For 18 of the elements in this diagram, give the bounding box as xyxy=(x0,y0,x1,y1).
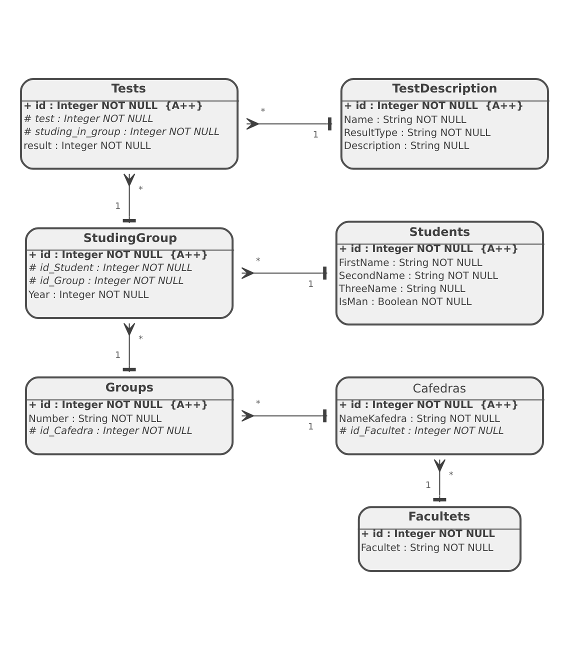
label: 1 xyxy=(308,422,314,432)
label: 1 xyxy=(312,130,319,140)
label: * xyxy=(256,399,260,410)
label: * xyxy=(138,184,143,195)
label: * xyxy=(138,334,143,344)
connector xyxy=(433,458,446,502)
connector xyxy=(241,266,328,280)
label: * xyxy=(256,256,260,266)
connector xyxy=(122,172,136,224)
connector xyxy=(246,116,333,130)
label: 1 xyxy=(425,480,432,490)
label: 1 xyxy=(308,279,314,290)
label: 1 xyxy=(114,350,121,360)
connector xyxy=(241,408,328,422)
label: * xyxy=(260,107,266,118)
connector xyxy=(122,322,136,372)
label: * xyxy=(448,470,454,481)
label: 1 xyxy=(114,201,121,212)
